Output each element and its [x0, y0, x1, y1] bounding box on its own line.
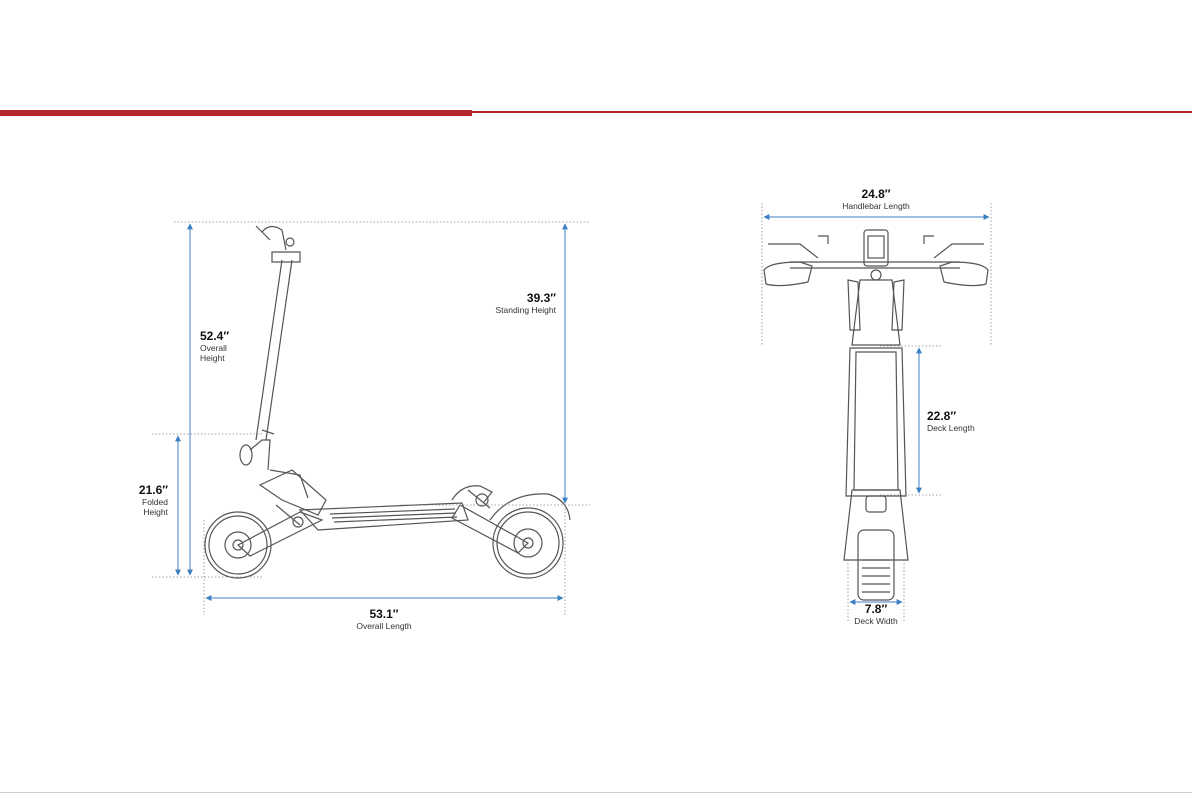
standing-height-label: 39.3″ Standing Height	[470, 292, 556, 316]
deck-width-value: 7.8″	[854, 603, 897, 617]
overall-length-label: 53.1″ Overall Length	[356, 608, 411, 632]
folded-height-label: 21.6″ Folded Height	[118, 484, 168, 517]
overall-length-caption: Overall Length	[356, 622, 411, 632]
overall-height-value: 52.4″	[200, 330, 229, 344]
side-view-scooter-drawing	[205, 226, 570, 578]
handlebar-length-label: 24.8″ Handlebar Length	[842, 188, 910, 212]
overall-length-value: 53.1″	[356, 608, 411, 622]
deck-length-label: 22.8″ Deck Length	[927, 410, 975, 434]
handlebar-length-value: 24.8″	[842, 188, 910, 202]
standing-height-caption: Standing Height	[470, 306, 556, 316]
handlebar-length-caption: Handlebar Length	[842, 202, 910, 212]
folded-height-caption-line2: Height	[118, 508, 168, 518]
deck-width-label: 7.8″ Deck Width	[854, 603, 897, 627]
overall-height-caption-line2: Height	[200, 354, 229, 364]
deck-length-caption: Deck Length	[927, 424, 975, 434]
overall-height-label: 52.4″ Overall Height	[200, 330, 229, 363]
side-view-dimension-lines	[178, 224, 565, 598]
folded-height-value: 21.6″	[118, 484, 168, 498]
footer-divider	[0, 792, 1192, 793]
deck-width-caption: Deck Width	[854, 617, 897, 627]
standing-height-value: 39.3″	[470, 292, 556, 306]
deck-length-value: 22.8″	[927, 410, 975, 424]
